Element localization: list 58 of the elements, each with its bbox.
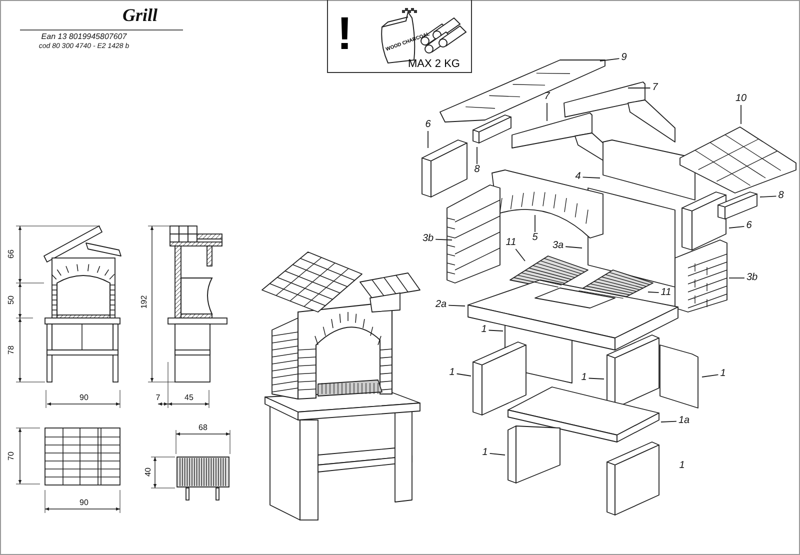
callout-number: 1 <box>481 448 489 458</box>
callout-number: 10 <box>734 94 748 104</box>
leader-line <box>702 374 719 378</box>
callout-number: 7 <box>543 92 551 102</box>
callout-number: 1 <box>580 373 588 383</box>
callout-number: 3a <box>551 241 565 251</box>
callout-number: 9 <box>620 53 628 63</box>
dimension-value: 50 <box>7 296 15 304</box>
leader-line <box>565 246 582 248</box>
callout-number: 1 <box>480 325 488 335</box>
callout-number: 1 <box>448 368 456 378</box>
dimension-value: 66 <box>7 250 15 258</box>
callout-number: 6 <box>745 221 753 231</box>
dimension-value: 7 <box>156 394 160 402</box>
callout-number: 3b <box>745 273 759 283</box>
dimension-value: 90 <box>80 394 88 402</box>
callout-number: 1 <box>719 369 727 379</box>
callout-number: 7 <box>651 83 659 93</box>
leader-line <box>448 304 466 306</box>
exclamation-mark: ! <box>337 10 352 56</box>
callout-number: 11 <box>660 288 672 298</box>
leader-line <box>476 146 478 164</box>
dimension-value: 40 <box>144 468 152 476</box>
dimension-value: 78 <box>7 346 15 354</box>
title: Grill <box>122 6 158 24</box>
leader-line <box>489 453 506 456</box>
leader-line <box>740 104 742 124</box>
leader-line <box>728 226 745 228</box>
callout-number: 1 <box>678 461 686 471</box>
leader-line <box>515 248 526 262</box>
callout-number: 8 <box>777 191 785 201</box>
warning-panel <box>327 0 472 73</box>
callout-number: 1a <box>677 416 691 426</box>
callout-number: 4 <box>574 172 582 182</box>
leader-line <box>488 330 504 332</box>
leader-line <box>456 373 472 376</box>
callout-number: 6 <box>424 120 432 130</box>
weight-limit: MAX 2 KG <box>408 59 460 70</box>
callout-number: 8 <box>473 165 481 175</box>
dimension-value: 70 <box>7 452 15 460</box>
code-text: Ean 13 8019945807607 <box>41 33 127 41</box>
dimension-value: 192 <box>141 295 149 309</box>
leader-line <box>582 176 600 178</box>
leader-line <box>760 196 777 198</box>
dimension-value: 45 <box>184 394 194 402</box>
leader-line <box>534 214 536 232</box>
callout-number: 11 <box>504 238 518 248</box>
leader-line <box>588 378 604 380</box>
leader-line <box>546 102 548 122</box>
dimension-value: 68 <box>198 424 208 432</box>
callout-number: 5 <box>531 233 539 243</box>
dimension-value: 90 <box>80 499 88 507</box>
leader-line <box>660 420 677 422</box>
callout-number: 2a <box>434 300 448 310</box>
leader-line <box>600 58 620 62</box>
leader-line <box>648 292 660 294</box>
callout-number: 3b <box>421 234 435 244</box>
leader-line <box>435 238 452 240</box>
